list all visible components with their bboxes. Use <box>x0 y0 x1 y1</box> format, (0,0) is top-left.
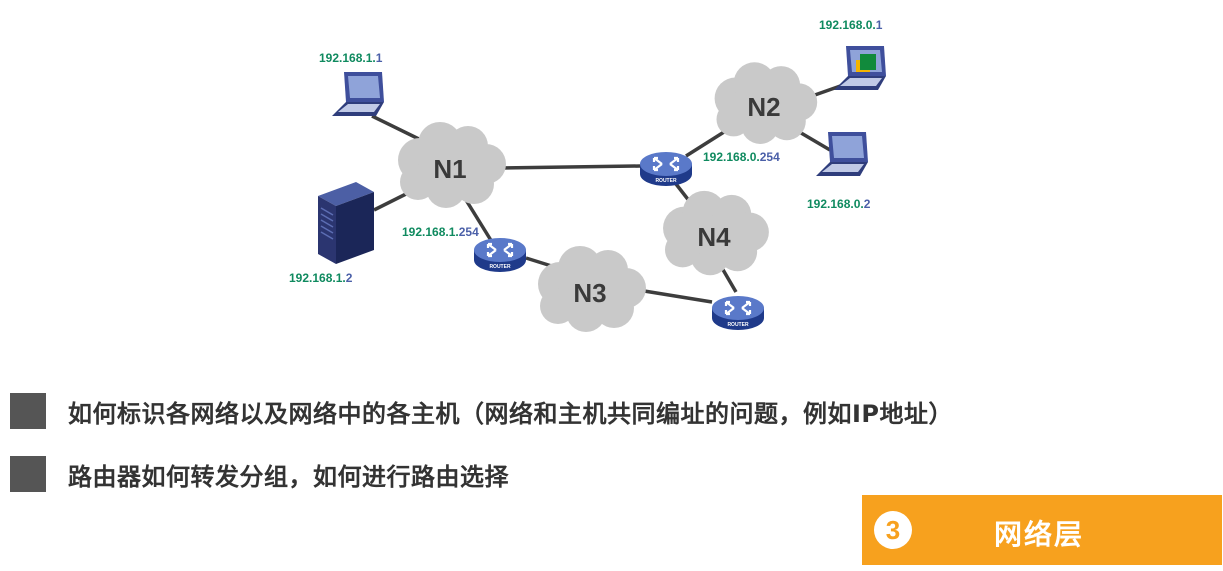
link-n1-router-n2 <box>499 164 641 170</box>
cloud-n2-label: N2 <box>747 92 780 122</box>
bullet-text: 路由器如何转发分组，如何进行路由选择 <box>68 462 509 491</box>
highlight-marker-icon <box>860 54 876 70</box>
cloud-n4-label: N4 <box>697 222 731 252</box>
cloud-n1: N1 <box>398 122 506 208</box>
router-n1-n3: ROUTER <box>472 236 528 274</box>
ip-router-n2: 192.168.0.254 <box>703 150 780 164</box>
ip-router-n1: 192.168.1.254 <box>402 225 479 239</box>
bullet-square-icon <box>10 393 46 429</box>
link-n2-laptop-bottom <box>795 128 831 152</box>
link-n3-router-n4 <box>637 288 713 304</box>
link-router-n2-n2 <box>685 130 725 158</box>
link-n4-router-n4 <box>720 267 738 293</box>
ip-server-n1: 192.168.1.2 <box>289 271 353 285</box>
router-n1-n2-n4: ROUTER <box>638 150 694 188</box>
cloud-n2: N2 <box>714 62 818 144</box>
cloud-n3-label: N3 <box>573 278 606 308</box>
router-label: ROUTER <box>727 322 749 328</box>
layer-title: 网络层 <box>994 518 1085 551</box>
router-label: ROUTER <box>655 178 677 184</box>
layer-banner: 3 网络层 <box>862 495 1222 565</box>
laptop-icon <box>834 46 886 90</box>
link-laptop1-n1 <box>371 114 426 144</box>
bullet-item: 如何标识各网络以及网络中的各主机（网络和主机共同编址的问题，例如IP地址） <box>10 393 953 429</box>
cloud-n3: N3 <box>538 246 646 332</box>
ip-laptop-n2-top: 192.168.0.1 <box>819 18 883 32</box>
server-icon <box>318 182 374 264</box>
ip-laptop-n2-bottom: 192.168.0.2 <box>807 197 871 211</box>
router-label: ROUTER <box>489 264 511 270</box>
layer-number-badge: 3 <box>874 511 912 549</box>
bullet-square-icon <box>10 456 46 492</box>
link-n1-router-n1 <box>464 199 494 243</box>
cloud-n1-label: N1 <box>433 154 466 184</box>
ip-laptop-n1: 192.168.1.1 <box>319 51 383 65</box>
bullet-item: 路由器如何转发分组，如何进行路由选择 <box>10 456 509 492</box>
bullet-text: 如何标识各网络以及网络中的各主机（网络和主机共同编址的问题，例如IP地址） <box>68 399 954 428</box>
router-n3-n4: ROUTER <box>710 294 766 332</box>
network-topology-diagram: N1 N2 N3 N4 ROUTER ROUTER ROUTER <box>289 18 886 332</box>
laptop-icon <box>332 72 384 116</box>
cloud-n4: N4 <box>663 190 769 276</box>
laptop-icon <box>816 132 868 176</box>
